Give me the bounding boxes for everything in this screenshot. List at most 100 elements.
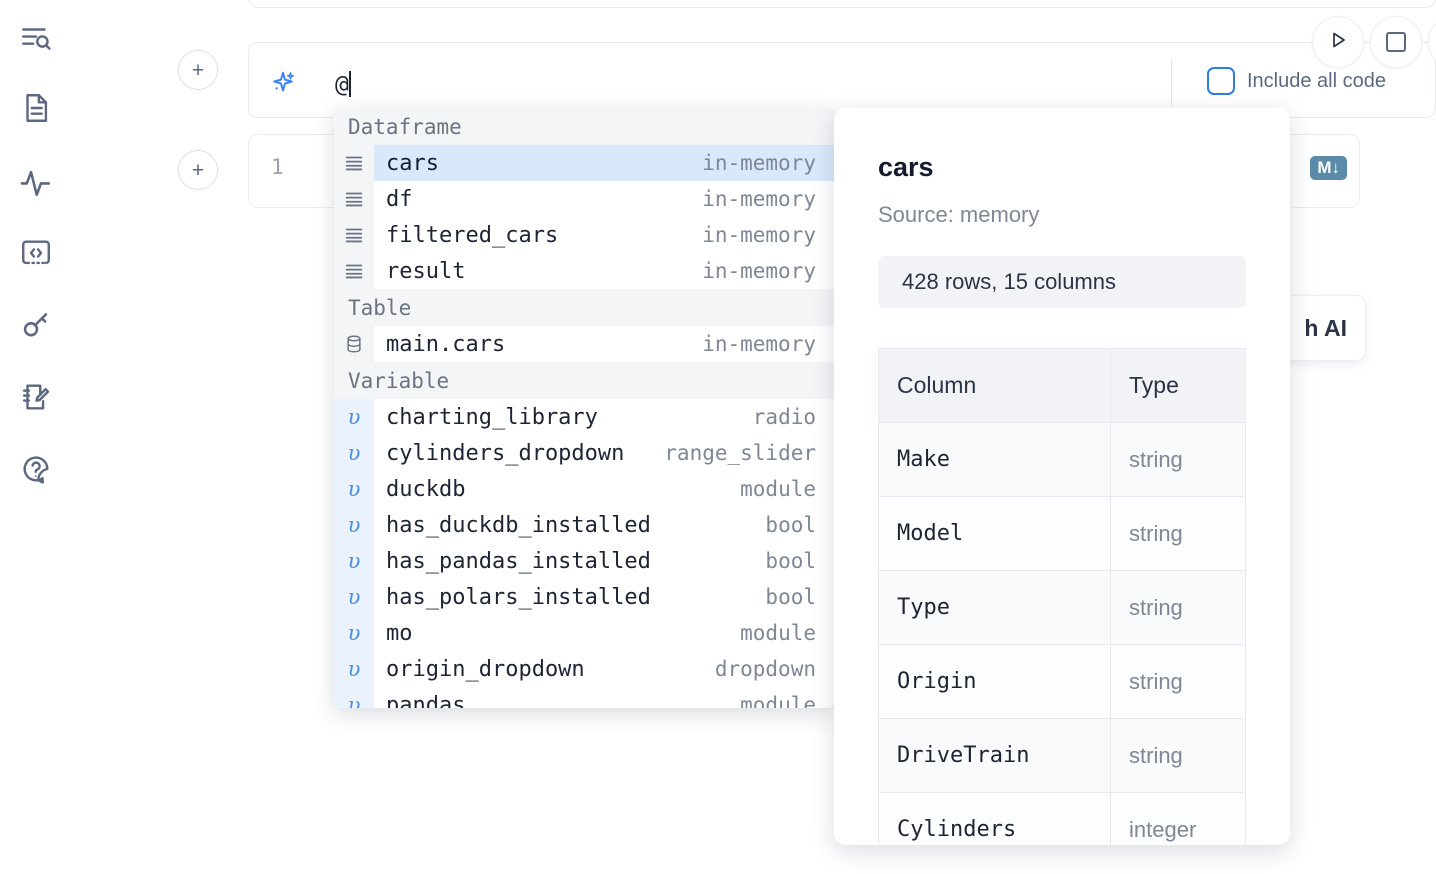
variable-upsilon-icon: υ: [334, 579, 374, 615]
schema-column-name: Type: [878, 570, 1111, 645]
preview-title: cars: [878, 152, 934, 182]
schema-column-name: DriveTrain: [878, 718, 1111, 793]
autocomplete-item-name: df: [386, 186, 413, 212]
autocomplete-item-type: in-memory: [702, 187, 816, 211]
autocomplete-group-header: Table: [334, 289, 834, 326]
dataframe-rows-icon: [334, 253, 374, 289]
sidebar-item-help[interactable]: [14, 447, 58, 491]
autocomplete-item-type: bool: [765, 549, 816, 573]
variable-upsilon-icon: υ: [334, 399, 374, 435]
ai-prompt-value: @: [335, 72, 349, 98]
file-document-icon: [19, 91, 53, 125]
outline-search-icon: [19, 21, 53, 55]
help-question-icon: [19, 452, 53, 486]
sidebar-item-outline-search[interactable]: [14, 16, 58, 60]
markdown-badge[interactable]: M↓: [1310, 155, 1347, 181]
run-button[interactable]: [1312, 16, 1364, 68]
sparkles-icon: [269, 69, 297, 97]
autocomplete-item-name: charting_library: [386, 404, 598, 430]
variable-upsilon-icon: υ: [334, 615, 374, 651]
sidebar-item-file[interactable]: [14, 86, 58, 130]
sidebar-rail: [0, 0, 72, 874]
autocomplete-item-name: main.cars: [386, 331, 506, 357]
stop-button[interactable]: [1370, 16, 1422, 68]
autocomplete-item-name: cars: [386, 150, 439, 176]
dataframe-preview-panel: cars Source: memory 428 rows, 15 columns…: [834, 108, 1290, 845]
sidebar-item-activity[interactable]: [14, 160, 58, 204]
autocomplete-item-name: result: [386, 258, 466, 284]
autocomplete-item-name: has_polars_installed: [386, 584, 651, 610]
autocomplete-item-name: filtered_cars: [386, 222, 559, 248]
code-brackets-icon: [19, 236, 53, 270]
autocomplete-item-type: bool: [765, 513, 816, 537]
variable-upsilon-icon: υ: [334, 471, 374, 507]
notebook-edit-icon: [19, 380, 53, 414]
autocomplete-item[interactable]: df in-memory: [334, 181, 834, 217]
sidebar-item-scratchpad[interactable]: [14, 375, 58, 419]
variable-upsilon-icon: υ: [334, 435, 374, 471]
ai-prompt-input[interactable]: @: [335, 71, 351, 98]
schema-column-type: integer: [1110, 792, 1246, 845]
stop-square-icon: [1386, 32, 1406, 52]
dataframe-rows-icon: [334, 181, 374, 217]
key-icon: [19, 308, 53, 342]
activity-pulse-icon: [19, 165, 53, 199]
autocomplete-group-header: Dataframe: [334, 108, 834, 145]
autocomplete-item-type: in-memory: [702, 332, 816, 356]
top-panel-edge: [248, 0, 1436, 8]
ai-prompt-bar[interactable]: @ Include all code: [248, 42, 1436, 118]
autocomplete-item-body: main.cars in-memory: [374, 326, 834, 362]
autocomplete-item-type: range_slider: [664, 441, 816, 465]
include-all-code-label: Include all code: [1247, 69, 1386, 92]
column-header-type: Type: [1110, 348, 1246, 423]
add-cell-button-top[interactable]: +: [178, 50, 218, 90]
table-header-row: Column Type: [878, 348, 1246, 423]
schema-column-name: Make: [878, 422, 1111, 497]
autocomplete-item-body: has_duckdb_installed bool: [374, 507, 834, 543]
autocomplete-item-body: df in-memory: [374, 181, 834, 217]
line-number: 1: [271, 155, 284, 179]
schema-column-name: Origin: [878, 644, 1111, 719]
autocomplete-item-body: filtered_cars in-memory: [374, 217, 834, 253]
variable-upsilon-icon: υ: [334, 543, 374, 579]
dataframe-rows-icon: [334, 217, 374, 253]
autocomplete-item[interactable]: main.cars in-memory: [334, 326, 834, 362]
include-all-code-checkbox[interactable]: [1207, 67, 1235, 95]
add-cell-button-bottom[interactable]: +: [178, 150, 218, 190]
schema-column-name: Model: [878, 496, 1111, 571]
schema-column-type: string: [1110, 496, 1246, 571]
sidebar-item-snippets[interactable]: [14, 231, 58, 275]
autocomplete-item[interactable]: υ has_duckdb_installed bool: [334, 507, 834, 543]
autocomplete-item-type: dropdown: [714, 657, 816, 681]
sidebar-item-secrets[interactable]: [14, 303, 58, 347]
toolbar-divider: [1171, 59, 1172, 117]
variable-upsilon-icon: υ: [334, 507, 374, 543]
autocomplete-item-type: in-memory: [702, 223, 816, 247]
autocomplete-item[interactable]: filtered_cars in-memory: [334, 217, 834, 253]
variable-upsilon-icon: υ: [334, 651, 374, 687]
autocomplete-item-name: has_duckdb_installed: [386, 512, 651, 538]
autocomplete-item-type: radio: [752, 405, 816, 429]
autocomplete-item[interactable]: υ charting_library radio: [334, 399, 834, 435]
autocomplete-item-body: charting_library radio: [374, 399, 834, 435]
